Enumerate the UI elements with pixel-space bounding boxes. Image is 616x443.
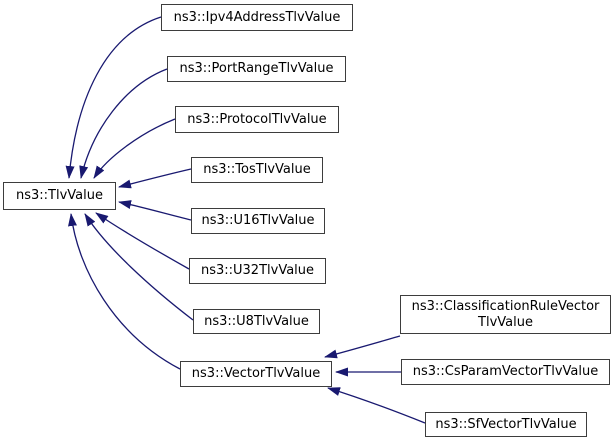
node-tlvvalue[interactable]: ns3::TlvValue [3,182,116,210]
node-portrangetlvvalue[interactable]: ns3::PortRangeTlvValue [167,56,346,82]
node-sfvectortlvvalue-label: ns3::SfVectorTlvValue [435,416,577,432]
edge-u16tlvvalue-to-tlvvalue [118,200,192,221]
node-sfvectortlvvalue[interactable]: ns3::SfVectorTlvValue [425,412,587,437]
edge-classificationrulevectortlvvalue-to-vectortlvvalue [324,335,401,359]
node-csparamvectortlvvalue[interactable]: ns3::CsParamVectorTlvValue [401,359,610,385]
node-ipv4addresstlvvalue-label: ns3::Ipv4AddressTlvValue [173,9,341,25]
edge-portrangetlvvalue-to-tlvvalue [79,68,168,179]
node-u16tlvvalue-label: ns3::U16TlvValue [201,213,315,228]
node-u8tlvvalue-label: ns3::U8TlvValue [204,313,309,329]
node-csparamvectortlvvalue-label: ns3::CsParamVectorTlvValue [412,364,599,379]
node-protocoltlvvalue[interactable]: ns3::ProtocolTlvValue [175,106,339,133]
node-u32tlvvalue[interactable]: ns3::U32TlvValue [189,258,326,284]
node-portrangetlvvalue-label: ns3::PortRangeTlvValue [179,61,334,76]
edge-ipv4addresstlvvalue-to-tlvvalue [65,16,162,179]
node-vectortlvvalue[interactable]: ns3::VectorTlvValue [180,361,332,387]
node-u16tlvvalue[interactable]: ns3::U16TlvValue [191,208,325,234]
edge-sfvectortlvvalue-to-vectortlvvalue [327,387,426,424]
node-classificationrulevectortlvvalue[interactable]: ns3::ClassificationRuleVector TlvValue [400,295,611,334]
node-u8tlvvalue[interactable]: ns3::U8TlvValue [193,309,320,334]
edge-u32tlvvalue-to-tlvvalue [95,212,190,270]
node-ipv4addresstlvvalue[interactable]: ns3::Ipv4AddressTlvValue [161,4,353,31]
node-u32tlvvalue-label: ns3::U32TlvValue [200,263,315,278]
node-protocoltlvvalue-label: ns3::ProtocolTlvValue [187,111,327,127]
edge-u8tlvvalue-to-tlvvalue [84,213,194,321]
node-classificationrulevectortlvvalue-label-line2: TlvValue [478,314,533,330]
node-vectortlvvalue-label: ns3::VectorTlvValue [191,366,321,381]
edge-protocoltlvvalue-to-tlvvalue [93,118,176,179]
node-tostlvvalue[interactable]: ns3::TosTlvValue [191,157,323,183]
node-tostlvvalue-label: ns3::TosTlvValue [203,162,311,177]
node-classificationrulevectortlvvalue-label-line1: ns3::ClassificationRuleVector [411,298,600,314]
edge-tostlvvalue-to-tlvvalue [118,168,192,189]
edge-vectortlvvalue-to-tlvvalue [68,213,181,370]
node-tlvvalue-label: ns3::TlvValue [16,188,103,203]
